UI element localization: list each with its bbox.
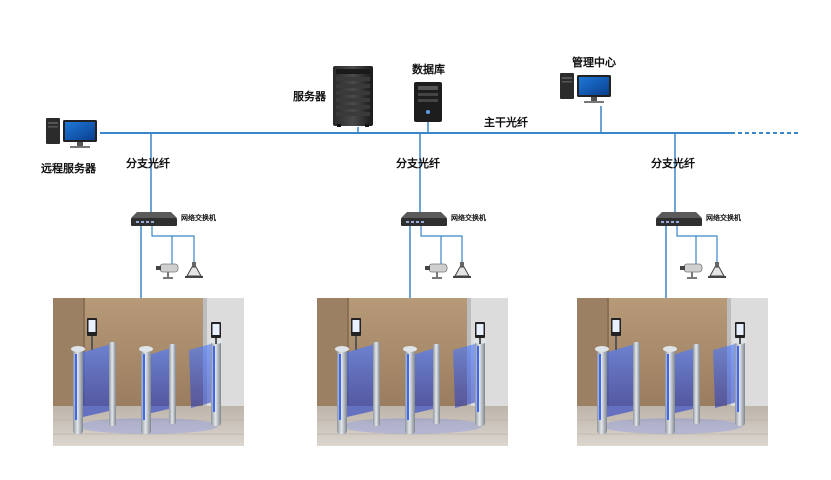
management-center-icon <box>560 73 611 103</box>
server-rack-icon <box>333 66 373 127</box>
remote-server-icon <box>46 118 97 148</box>
network-switch-label-2: 网络交换机 <box>451 214 486 222</box>
network-switch-icon <box>401 212 447 226</box>
network-switch-icon <box>656 212 702 226</box>
network-switch-icon <box>131 212 177 226</box>
branch-fiber-label-3: 分支光纤 <box>651 157 695 170</box>
branch-1 <box>52 133 245 447</box>
security-camera-icon <box>679 263 703 280</box>
server-label: 服务器 <box>293 90 326 103</box>
remote-server-label: 远程服务器 <box>41 162 96 175</box>
branch-fiber-label-1: 分支光纤 <box>126 157 170 170</box>
turnstile-photo <box>576 297 769 447</box>
loudspeaker-icon <box>452 261 472 279</box>
network-switch-label-3: 网络交换机 <box>706 214 741 222</box>
turnstile-photo <box>52 297 245 447</box>
database-tower-icon <box>414 82 442 122</box>
branch-fiber-label-2: 分支光纤 <box>396 157 440 170</box>
network-switch-label-1: 网络交换机 <box>181 214 216 222</box>
database-label: 数据库 <box>412 63 445 76</box>
turnstile-photo <box>316 297 509 447</box>
trunk-fiber-label: 主干光纤 <box>484 116 528 129</box>
management-center-label: 管理中心 <box>572 56 616 69</box>
branch-3 <box>576 133 769 447</box>
security-camera-icon <box>155 263 179 280</box>
security-camera-icon <box>424 263 448 280</box>
loudspeaker-icon <box>707 261 727 279</box>
loudspeaker-icon <box>184 261 204 279</box>
branch-2 <box>316 133 509 447</box>
